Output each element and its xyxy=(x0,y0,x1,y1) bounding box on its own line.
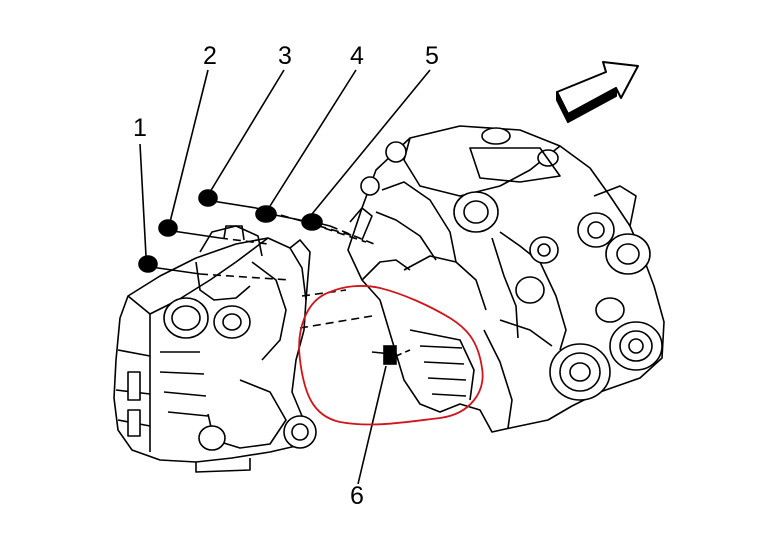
callout-2: 2 xyxy=(203,42,217,70)
callout-4: 4 xyxy=(350,42,364,70)
callout-5: 5 xyxy=(425,42,439,70)
callout-6: 6 xyxy=(350,482,364,510)
bolt-1 xyxy=(138,255,291,281)
callout-3: 3 xyxy=(278,42,292,70)
bolt-4 xyxy=(255,205,367,243)
alignment-lines xyxy=(299,289,373,329)
callout-1: 1 xyxy=(133,114,147,142)
bolt-6 xyxy=(371,345,411,365)
bolt-2 xyxy=(158,219,269,245)
engine xyxy=(347,125,665,433)
red-highlight-outline xyxy=(298,285,484,426)
transaxle xyxy=(113,225,317,473)
direction-arrow-icon xyxy=(556,61,639,123)
